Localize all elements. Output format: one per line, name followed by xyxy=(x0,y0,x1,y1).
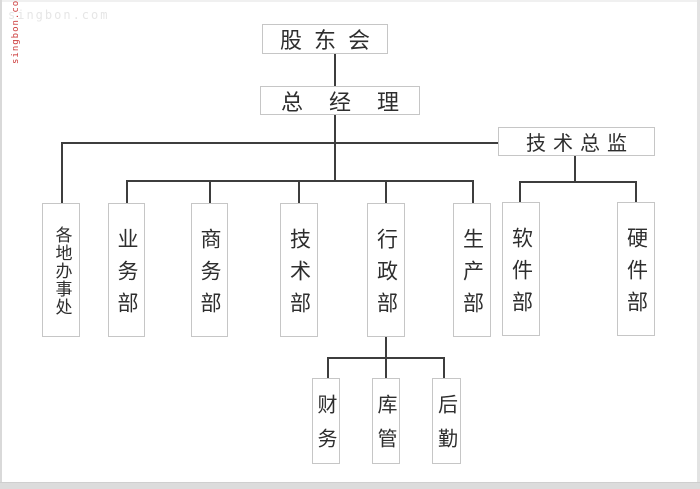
footer-strip xyxy=(0,482,700,489)
node-tech-director-label: 技术总监 xyxy=(526,131,634,155)
node-dept-technology: 技术部 xyxy=(280,203,318,337)
connector-gm-trunk xyxy=(334,115,336,182)
connector-shareholders-gm xyxy=(334,54,336,86)
node-shareholders-meeting: 股东会 xyxy=(262,24,388,54)
node-dept-production: 生产部 xyxy=(453,203,491,337)
connector-drop-jishu xyxy=(298,180,300,203)
node-dept-administration: 行政部 xyxy=(367,203,405,337)
node-sub-finance: 财务 xyxy=(312,378,340,464)
connector-hline-tech-depts xyxy=(519,181,637,183)
node-dept-label: 生产部 xyxy=(460,227,485,324)
watermark-corner: singbon.com xyxy=(8,8,110,22)
connector-xingzheng-trunk xyxy=(385,337,387,359)
connector-drop-offices xyxy=(61,142,63,203)
node-sub-label: 财务 xyxy=(314,394,338,462)
connector-drop-yingjian xyxy=(635,181,637,202)
node-general-manager: 总经理 xyxy=(260,86,420,116)
node-sub-warehouse: 库管 xyxy=(372,378,400,464)
node-dept-commerce: 商务部 xyxy=(191,203,228,337)
node-dept-label: 技术部 xyxy=(287,227,312,324)
connector-hline-techdir xyxy=(61,142,498,144)
connector-hline-depts xyxy=(126,180,474,182)
node-shareholders-label: 股东会 xyxy=(279,29,382,54)
node-dept-hardware: 硬件部 xyxy=(617,202,655,336)
page-left-edge xyxy=(0,0,2,489)
connector-drop-shangwu xyxy=(209,180,211,203)
watermark-side: singbon.com xyxy=(11,0,21,64)
connector-drop-kuguan xyxy=(385,357,387,378)
node-sub-label: 库管 xyxy=(374,394,398,462)
node-tech-director: 技术总监 xyxy=(498,127,655,156)
node-general-manager-label: 总经理 xyxy=(281,90,426,116)
node-dept-label: 各地办事处 xyxy=(51,225,72,316)
node-dept-label: 软件部 xyxy=(509,226,534,323)
node-dept-label: 业务部 xyxy=(115,227,139,324)
connector-drop-xingzheng xyxy=(385,180,387,203)
connector-drop-houqin xyxy=(443,357,445,378)
node-dept-label: 行政部 xyxy=(374,227,399,324)
connector-techdir-trunk xyxy=(574,156,576,183)
connector-drop-caiwu xyxy=(327,357,329,378)
page-right-edge xyxy=(697,0,700,489)
connector-drop-ruanjian xyxy=(519,181,521,202)
node-dept-label: 硬件部 xyxy=(624,226,649,323)
node-dept-regional-offices: 各地办事处 xyxy=(42,203,80,337)
node-sub-logistics: 后勤 xyxy=(432,378,461,464)
page-top-edge xyxy=(0,0,700,2)
connector-drop-shengchan xyxy=(472,180,474,203)
node-sub-label: 后勤 xyxy=(434,394,459,462)
connector-drop-yewu xyxy=(126,180,128,203)
node-dept-software: 软件部 xyxy=(502,202,540,336)
node-dept-label: 商务部 xyxy=(198,227,222,324)
node-dept-business: 业务部 xyxy=(108,203,145,337)
